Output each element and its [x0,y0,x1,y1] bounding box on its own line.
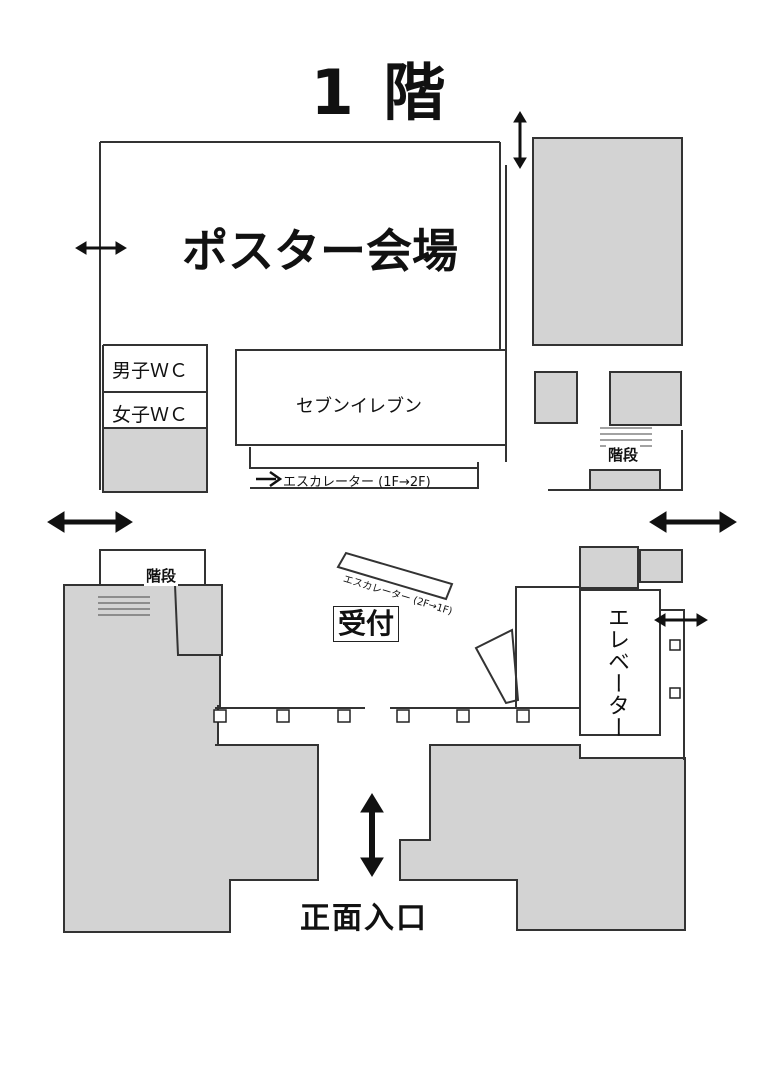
main-entrance-label: 正面入口 [300,901,428,936]
stairs-right-label: 階段 [606,444,641,465]
right-room-a [534,371,578,424]
pillar-icon [669,687,681,699]
mens-wc-label: 男子ＷＣ [112,360,189,382]
womens-wc-label: 女子ＷＣ [112,404,189,426]
escalator-up-line [249,447,479,489]
arrow-right-icon [256,470,283,488]
pillar-icon [337,709,351,723]
double-arrow-icon [75,241,127,255]
pillar-icon [213,709,227,723]
pillar-icon [276,709,290,723]
right-large-block [399,744,686,931]
escalator-up-label: エスカレーター (1F→2F) [283,475,431,490]
right-stairs-hatch [600,427,652,447]
right-upper-block-2 [639,549,683,583]
double-arrow-icon [360,793,384,877]
pillar-icon [456,709,470,723]
store-wall [235,349,507,446]
double-arrow-icon [513,111,527,169]
left-stair-room [173,584,223,656]
pillar-icon [396,709,410,723]
reception-label: 受付 [333,606,400,642]
right-upper-block [579,546,639,589]
double-arrow-icon [47,511,133,533]
wc-walls [102,344,208,492]
escalator-down-line [336,551,454,601]
double-arrow-icon [649,511,737,533]
right-top-block [532,137,683,346]
right-outer-wall [548,430,685,760]
wc-grey-block [102,427,208,493]
stairs-left-label: 階段 [144,565,179,586]
kiosk [474,628,520,705]
pillar-icon [516,709,530,723]
elevator-block [515,586,661,736]
right-room-c [589,469,661,491]
poster-hall-wall [99,141,507,490]
left-stairs-hatch [98,596,150,616]
floor-title: 1 階 [310,56,450,129]
store-label: セブンイレブン [296,396,422,417]
pillar-icon [669,639,681,651]
poster-hall-label: ポスター会場 [182,224,458,278]
double-arrow-icon [654,613,708,627]
right-room-b [609,371,682,426]
left-stairs-outline [63,549,206,932]
elevator-label: エレベーター [604,606,629,738]
